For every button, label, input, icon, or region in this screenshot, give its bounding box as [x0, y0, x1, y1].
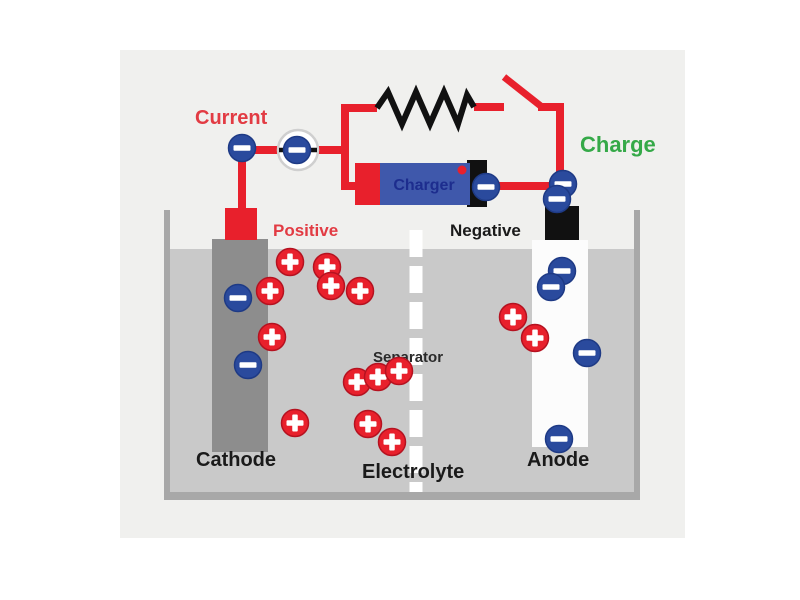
charge-label: Charge	[580, 132, 656, 157]
charger-unit: Charger	[355, 160, 487, 207]
charger-led-indicator	[457, 165, 467, 175]
positive-ion	[520, 323, 550, 353]
negative-ion	[223, 283, 253, 313]
positive-ion	[353, 409, 383, 439]
charger-body	[380, 163, 470, 205]
negative-ion	[282, 135, 312, 165]
cathode-electrode	[212, 208, 268, 452]
negative-ion	[572, 338, 602, 368]
cathode-terminal-positive	[225, 208, 257, 240]
negative-ion	[233, 350, 263, 380]
positive-ion	[384, 356, 414, 386]
negative-ion	[227, 133, 257, 163]
charger-label: Charger	[393, 177, 454, 194]
cathode-bar	[212, 239, 268, 452]
positive-label: Positive	[273, 221, 338, 240]
positive-ion	[316, 271, 346, 301]
current-label: Current	[195, 107, 268, 129]
negative-label: Negative	[450, 221, 521, 240]
negative-ion	[471, 172, 501, 202]
tank-bottom	[164, 492, 640, 500]
positive-ion	[275, 247, 305, 277]
positive-ion	[363, 362, 393, 392]
switch-blade-open	[501, 74, 545, 110]
negative-ion	[542, 184, 572, 214]
electrolyte-label: Electrolyte	[362, 461, 464, 483]
positive-ion	[498, 302, 528, 332]
tank-wall-right	[634, 210, 640, 500]
positive-ion	[255, 276, 285, 306]
negative-ion	[544, 424, 574, 454]
wire-switch-to-anode	[489, 103, 564, 190]
positive-ion	[377, 427, 407, 457]
positive-ion	[280, 408, 310, 438]
cathode-label: Cathode	[196, 449, 276, 471]
positive-ion	[342, 367, 372, 397]
charger-end-red	[355, 163, 380, 205]
positive-ion	[345, 276, 375, 306]
tank-wall-left	[164, 210, 170, 500]
wire-junction-to-charger	[341, 104, 377, 190]
resistor-zigzag	[374, 84, 477, 133]
ions-layer	[223, 133, 602, 457]
negative-ion	[536, 272, 566, 302]
positive-ion	[257, 322, 287, 352]
anode-label: Anode	[527, 449, 589, 471]
